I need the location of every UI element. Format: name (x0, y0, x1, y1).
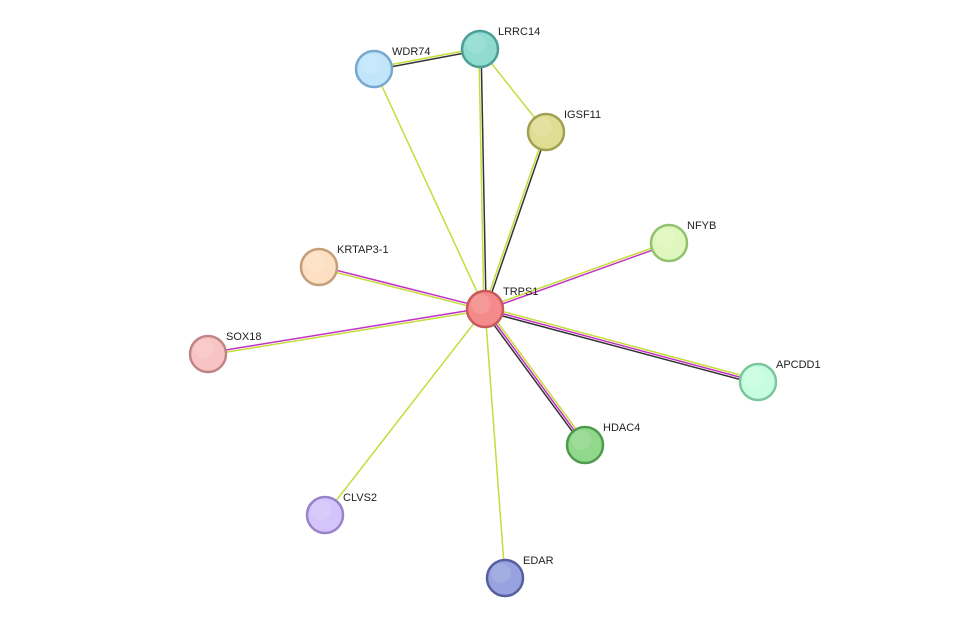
node-highlight (360, 54, 380, 74)
node-label: EDAR (523, 555, 554, 567)
edge-trps1-nfyb[interactable] (484, 241, 670, 311)
node-highlight (655, 228, 675, 248)
node-igsf11[interactable]: IGSF11 (526, 109, 601, 152)
edge-strand-textmining (324, 308, 486, 516)
edge-strand-textmining (485, 306, 759, 381)
node-label: KRTAP3-1 (337, 244, 389, 256)
node-highlight (194, 339, 214, 359)
edge-strand-experiments (207, 307, 485, 354)
node-label: TRPS1 (503, 286, 538, 298)
edge-strand-textmining (486, 307, 588, 445)
node-circle[interactable] (465, 289, 505, 329)
node-highlight (491, 563, 511, 583)
node-highlight (466, 34, 486, 54)
node-label: SOX18 (226, 331, 261, 343)
node-circle[interactable] (460, 29, 500, 69)
edge-trps1-wdr74[interactable] (373, 68, 486, 310)
node-circle[interactable] (354, 49, 394, 89)
node-lrrc14[interactable]: LRRC14 (460, 26, 540, 69)
node-sox18[interactable]: SOX18 (188, 331, 261, 374)
node-circle[interactable] (299, 247, 339, 287)
node-label: APCDD1 (776, 359, 821, 371)
node-label: WDR74 (392, 46, 431, 58)
node-circle[interactable] (485, 558, 525, 598)
node-clvs2[interactable]: CLVS2 (305, 492, 377, 535)
node-label: NFYB (687, 220, 716, 232)
node-circle[interactable] (188, 334, 228, 374)
node-highlight (305, 252, 325, 272)
edge-strand-experiments (319, 265, 486, 309)
edge-strand-coexpression (480, 48, 487, 309)
edge-trps1-edar[interactable] (484, 308, 506, 579)
edge-trps1-sox18[interactable] (207, 307, 486, 356)
node-circle[interactable] (565, 425, 605, 465)
edge-strand-textmining (484, 241, 669, 309)
edge-trps1-apcdd1[interactable] (484, 306, 759, 385)
node-highlight (571, 430, 591, 450)
node-hdac4[interactable]: HDAC4 (565, 422, 640, 465)
node-circle[interactable] (305, 495, 345, 535)
node-trps1[interactable]: TRPS1 (465, 286, 538, 329)
edge-strand-textmining (373, 68, 486, 310)
edge-strand-textmining (478, 49, 485, 310)
edge-strand-textmining (483, 131, 546, 309)
edge-trps1-hdac4[interactable] (482, 307, 588, 447)
node-circle[interactable] (738, 362, 778, 402)
edge-strand-experiments (485, 243, 670, 311)
node-label: CLVS2 (343, 492, 377, 504)
node-apcdd1[interactable]: APCDD1 (738, 359, 821, 402)
edge-strand-experiments (484, 308, 586, 446)
node-circle[interactable] (649, 223, 689, 263)
node-circle[interactable] (526, 112, 566, 152)
node-label: IGSF11 (564, 109, 601, 121)
node-highlight (311, 500, 331, 520)
edge-trps1-igsf11[interactable] (483, 131, 548, 310)
node-krtap3-1[interactable]: KRTAP3-1 (299, 244, 389, 287)
edge-strand-coexpression (482, 309, 584, 447)
edge-strand-textmining (318, 267, 485, 311)
node-highlight (744, 367, 764, 387)
edge-trps1-clvs2[interactable] (324, 308, 486, 516)
edge-strand-coexpression (484, 310, 758, 385)
edge-strand-experiments (484, 308, 759, 383)
edge-trps1-lrrc14[interactable] (478, 48, 487, 310)
node-label: LRRC14 (498, 26, 540, 38)
node-edar[interactable]: EDAR (485, 555, 554, 598)
edge-strand-textmining (484, 308, 506, 579)
edge-strand-textmining (208, 309, 486, 356)
edge-trps1-krtap3-1[interactable] (318, 265, 486, 311)
node-highlight (532, 117, 552, 137)
node-highlight (471, 294, 491, 314)
node-label: HDAC4 (603, 422, 640, 434)
node-wdr74[interactable]: WDR74 (354, 46, 431, 89)
edge-strand-coexpression (485, 132, 548, 310)
node-nfyb[interactable]: NFYB (649, 220, 716, 263)
